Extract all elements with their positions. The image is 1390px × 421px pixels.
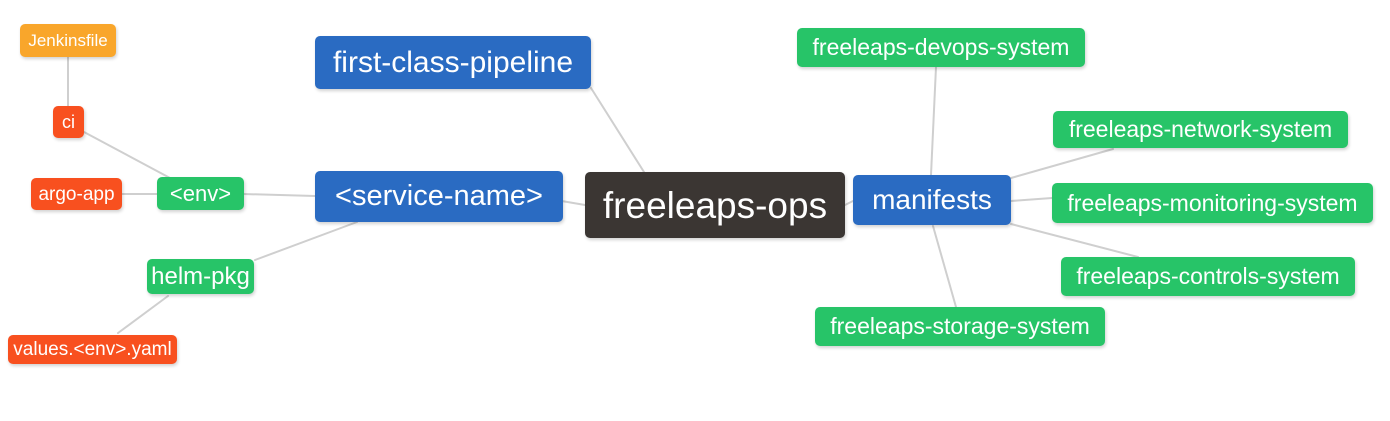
- edge-manifests-devops: [930, 66, 937, 176]
- edge-manifests-storage: [932, 225, 957, 308]
- node-jenkinsfile[interactable]: Jenkinsfile: [20, 24, 116, 57]
- node-freeleaps-controls-system[interactable]: freeleaps-controls-system: [1061, 257, 1355, 296]
- node-service-name[interactable]: <service-name>: [315, 171, 563, 222]
- node-values-env-yaml[interactable]: values.<env>.yaml: [8, 335, 177, 364]
- edge-helm-pkg-service-name: [254, 221, 358, 261]
- node-argo-app[interactable]: argo-app: [31, 178, 122, 210]
- edge-manifests-monitoring: [1010, 197, 1053, 202]
- node-freeleaps-devops-system[interactable]: freeleaps-devops-system: [797, 28, 1085, 67]
- edge-values-helm-pkg: [117, 295, 169, 334]
- edge-ci-env: [83, 131, 171, 179]
- edge-manifests-controls: [1010, 223, 1139, 258]
- node-manifests[interactable]: manifests: [853, 175, 1011, 225]
- node-helm-pkg[interactable]: helm-pkg: [147, 259, 254, 294]
- node-ci[interactable]: ci: [53, 106, 84, 138]
- node-freeleaps-ops-root[interactable]: freeleaps-ops: [585, 172, 845, 238]
- node-freeleaps-storage-system[interactable]: freeleaps-storage-system: [815, 307, 1105, 346]
- node-freeleaps-monitoring-system[interactable]: freeleaps-monitoring-system: [1052, 183, 1373, 223]
- edge-pipeline-freeleaps-ops: [590, 87, 645, 173]
- edge-env-service-name: [242, 193, 316, 197]
- edge-manifests-network: [1010, 148, 1114, 179]
- edge-ops-manifests: [844, 200, 854, 206]
- node-freeleaps-network-system[interactable]: freeleaps-network-system: [1053, 111, 1348, 148]
- node-env[interactable]: <env>: [157, 177, 244, 210]
- node-first-class-pipeline[interactable]: first-class-pipeline: [315, 36, 591, 89]
